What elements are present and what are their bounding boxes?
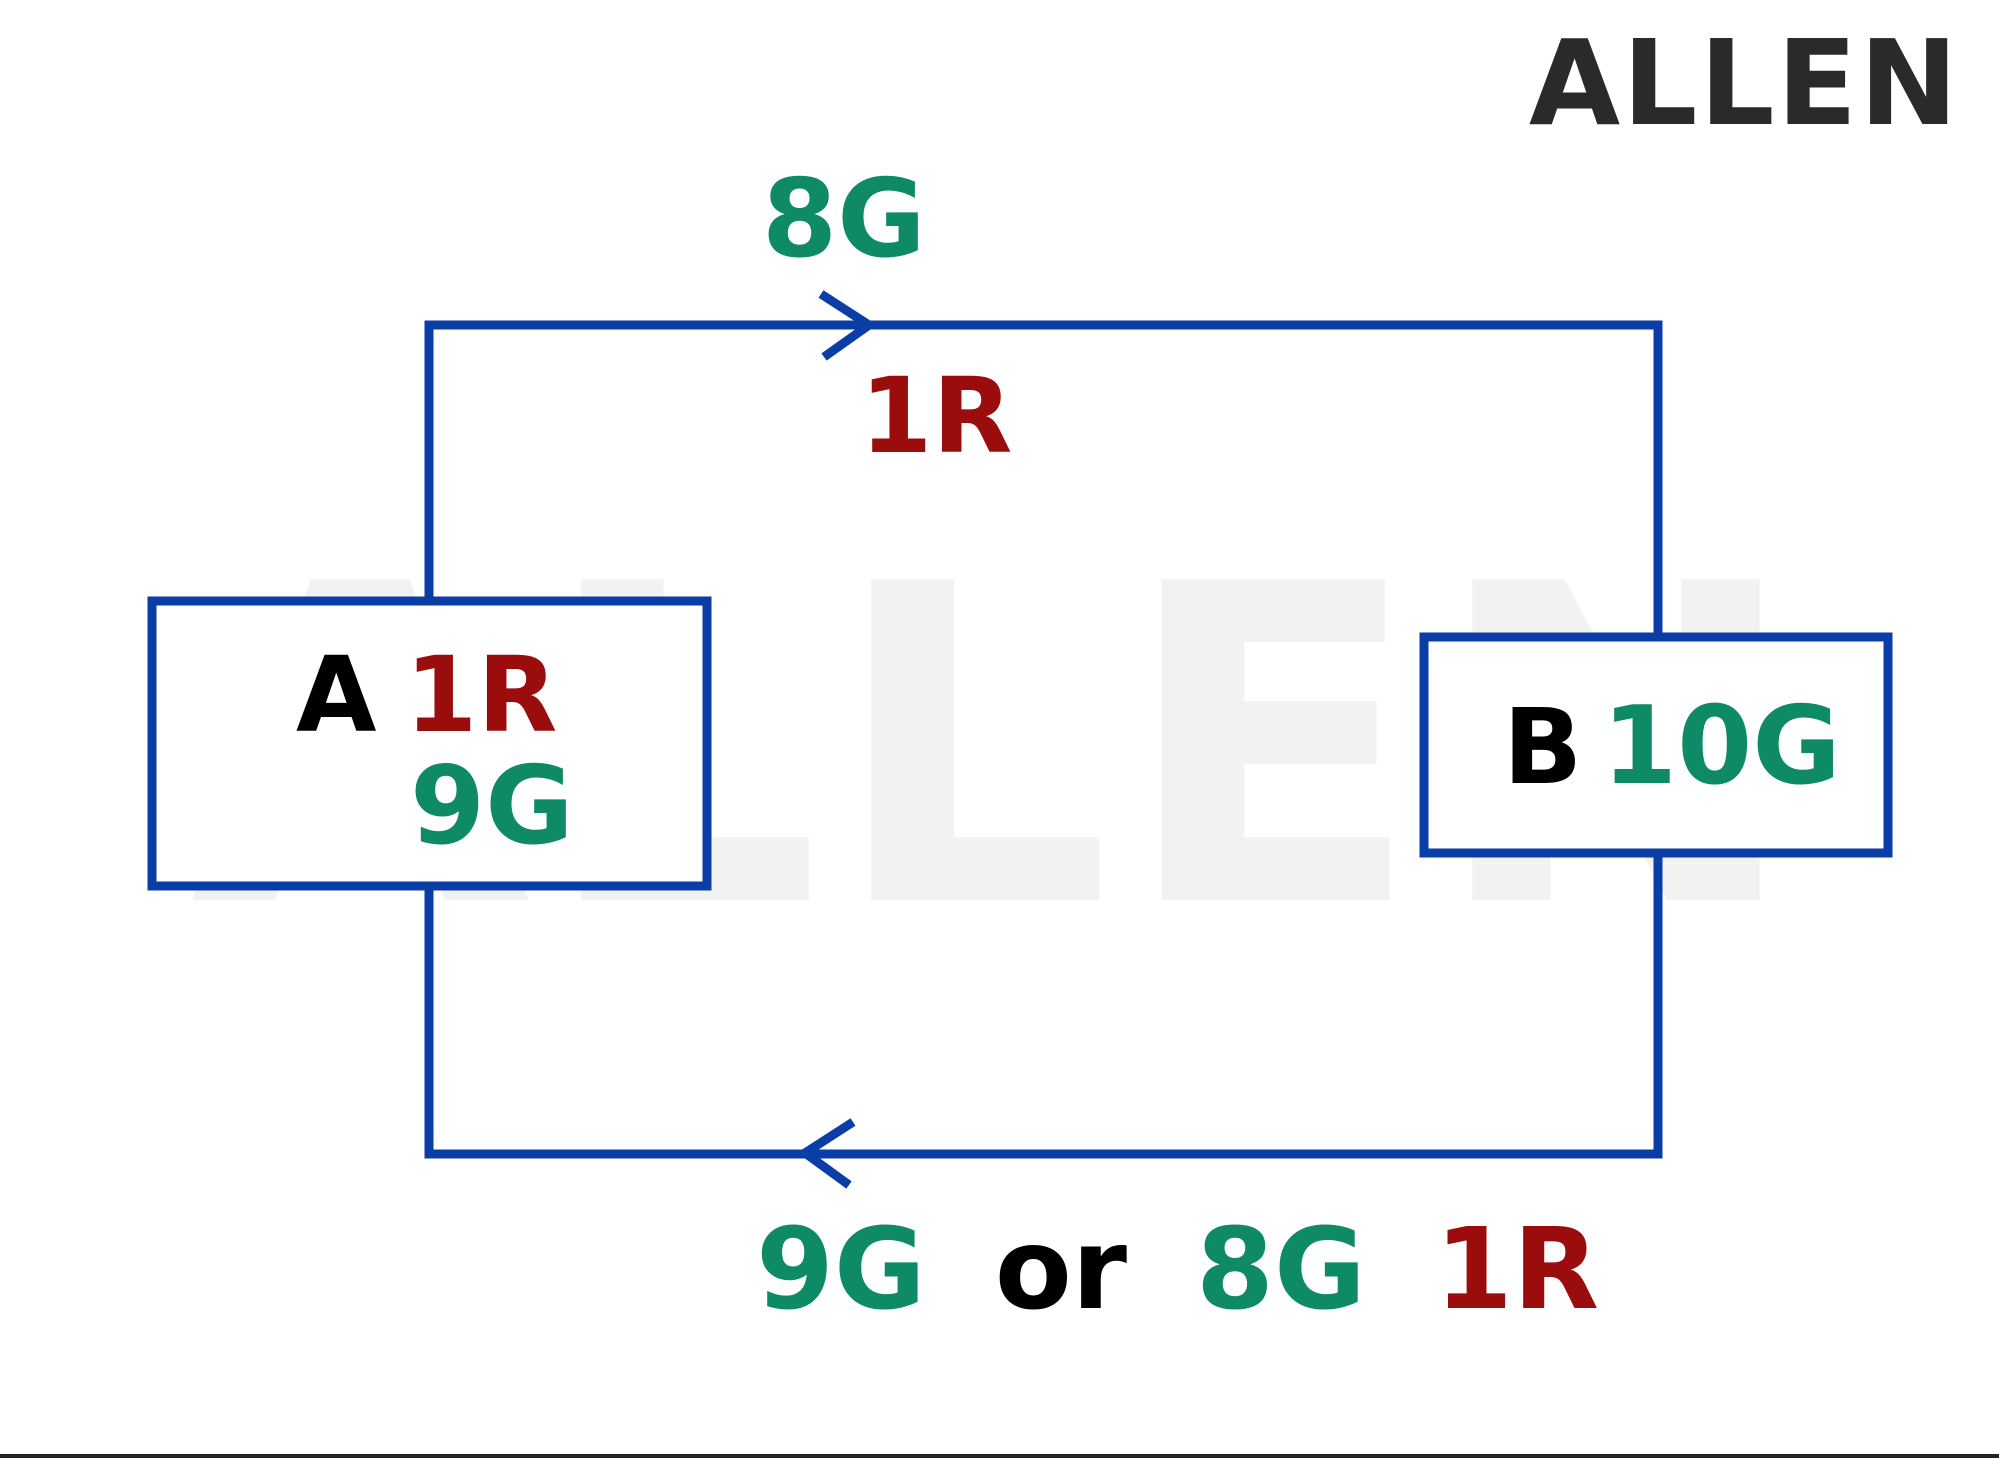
box-a-name: A (296, 634, 377, 756)
bottom-flow-line (424, 853, 1663, 1159)
box-b-name: B (1503, 686, 1582, 808)
top-flow-red-label: 1R (860, 355, 1012, 477)
right-arrow-icon (818, 290, 878, 361)
box-b (1419, 632, 1893, 858)
caption-first: 9G (756, 1205, 926, 1335)
box-b-green-value: 10G (1602, 684, 1841, 809)
top-flow-line (424, 320, 1663, 637)
box-a-green-value: 9G (410, 744, 574, 869)
caption-second-green: 8G (1196, 1205, 1366, 1335)
caption-second-red: 1R (1435, 1205, 1599, 1335)
caption-connector: or (995, 1205, 1127, 1335)
bottom-border (0, 1454, 1999, 1458)
box-a (147, 596, 712, 891)
box-a-red-value: 1R (405, 634, 557, 756)
top-flow-green-label: 8G (762, 157, 926, 282)
allen-logo: ALLEN (1529, 14, 1960, 152)
bottom-flow-caption: 9G or 8G 1R (756, 1205, 1599, 1335)
left-arrow-icon (797, 1118, 856, 1189)
